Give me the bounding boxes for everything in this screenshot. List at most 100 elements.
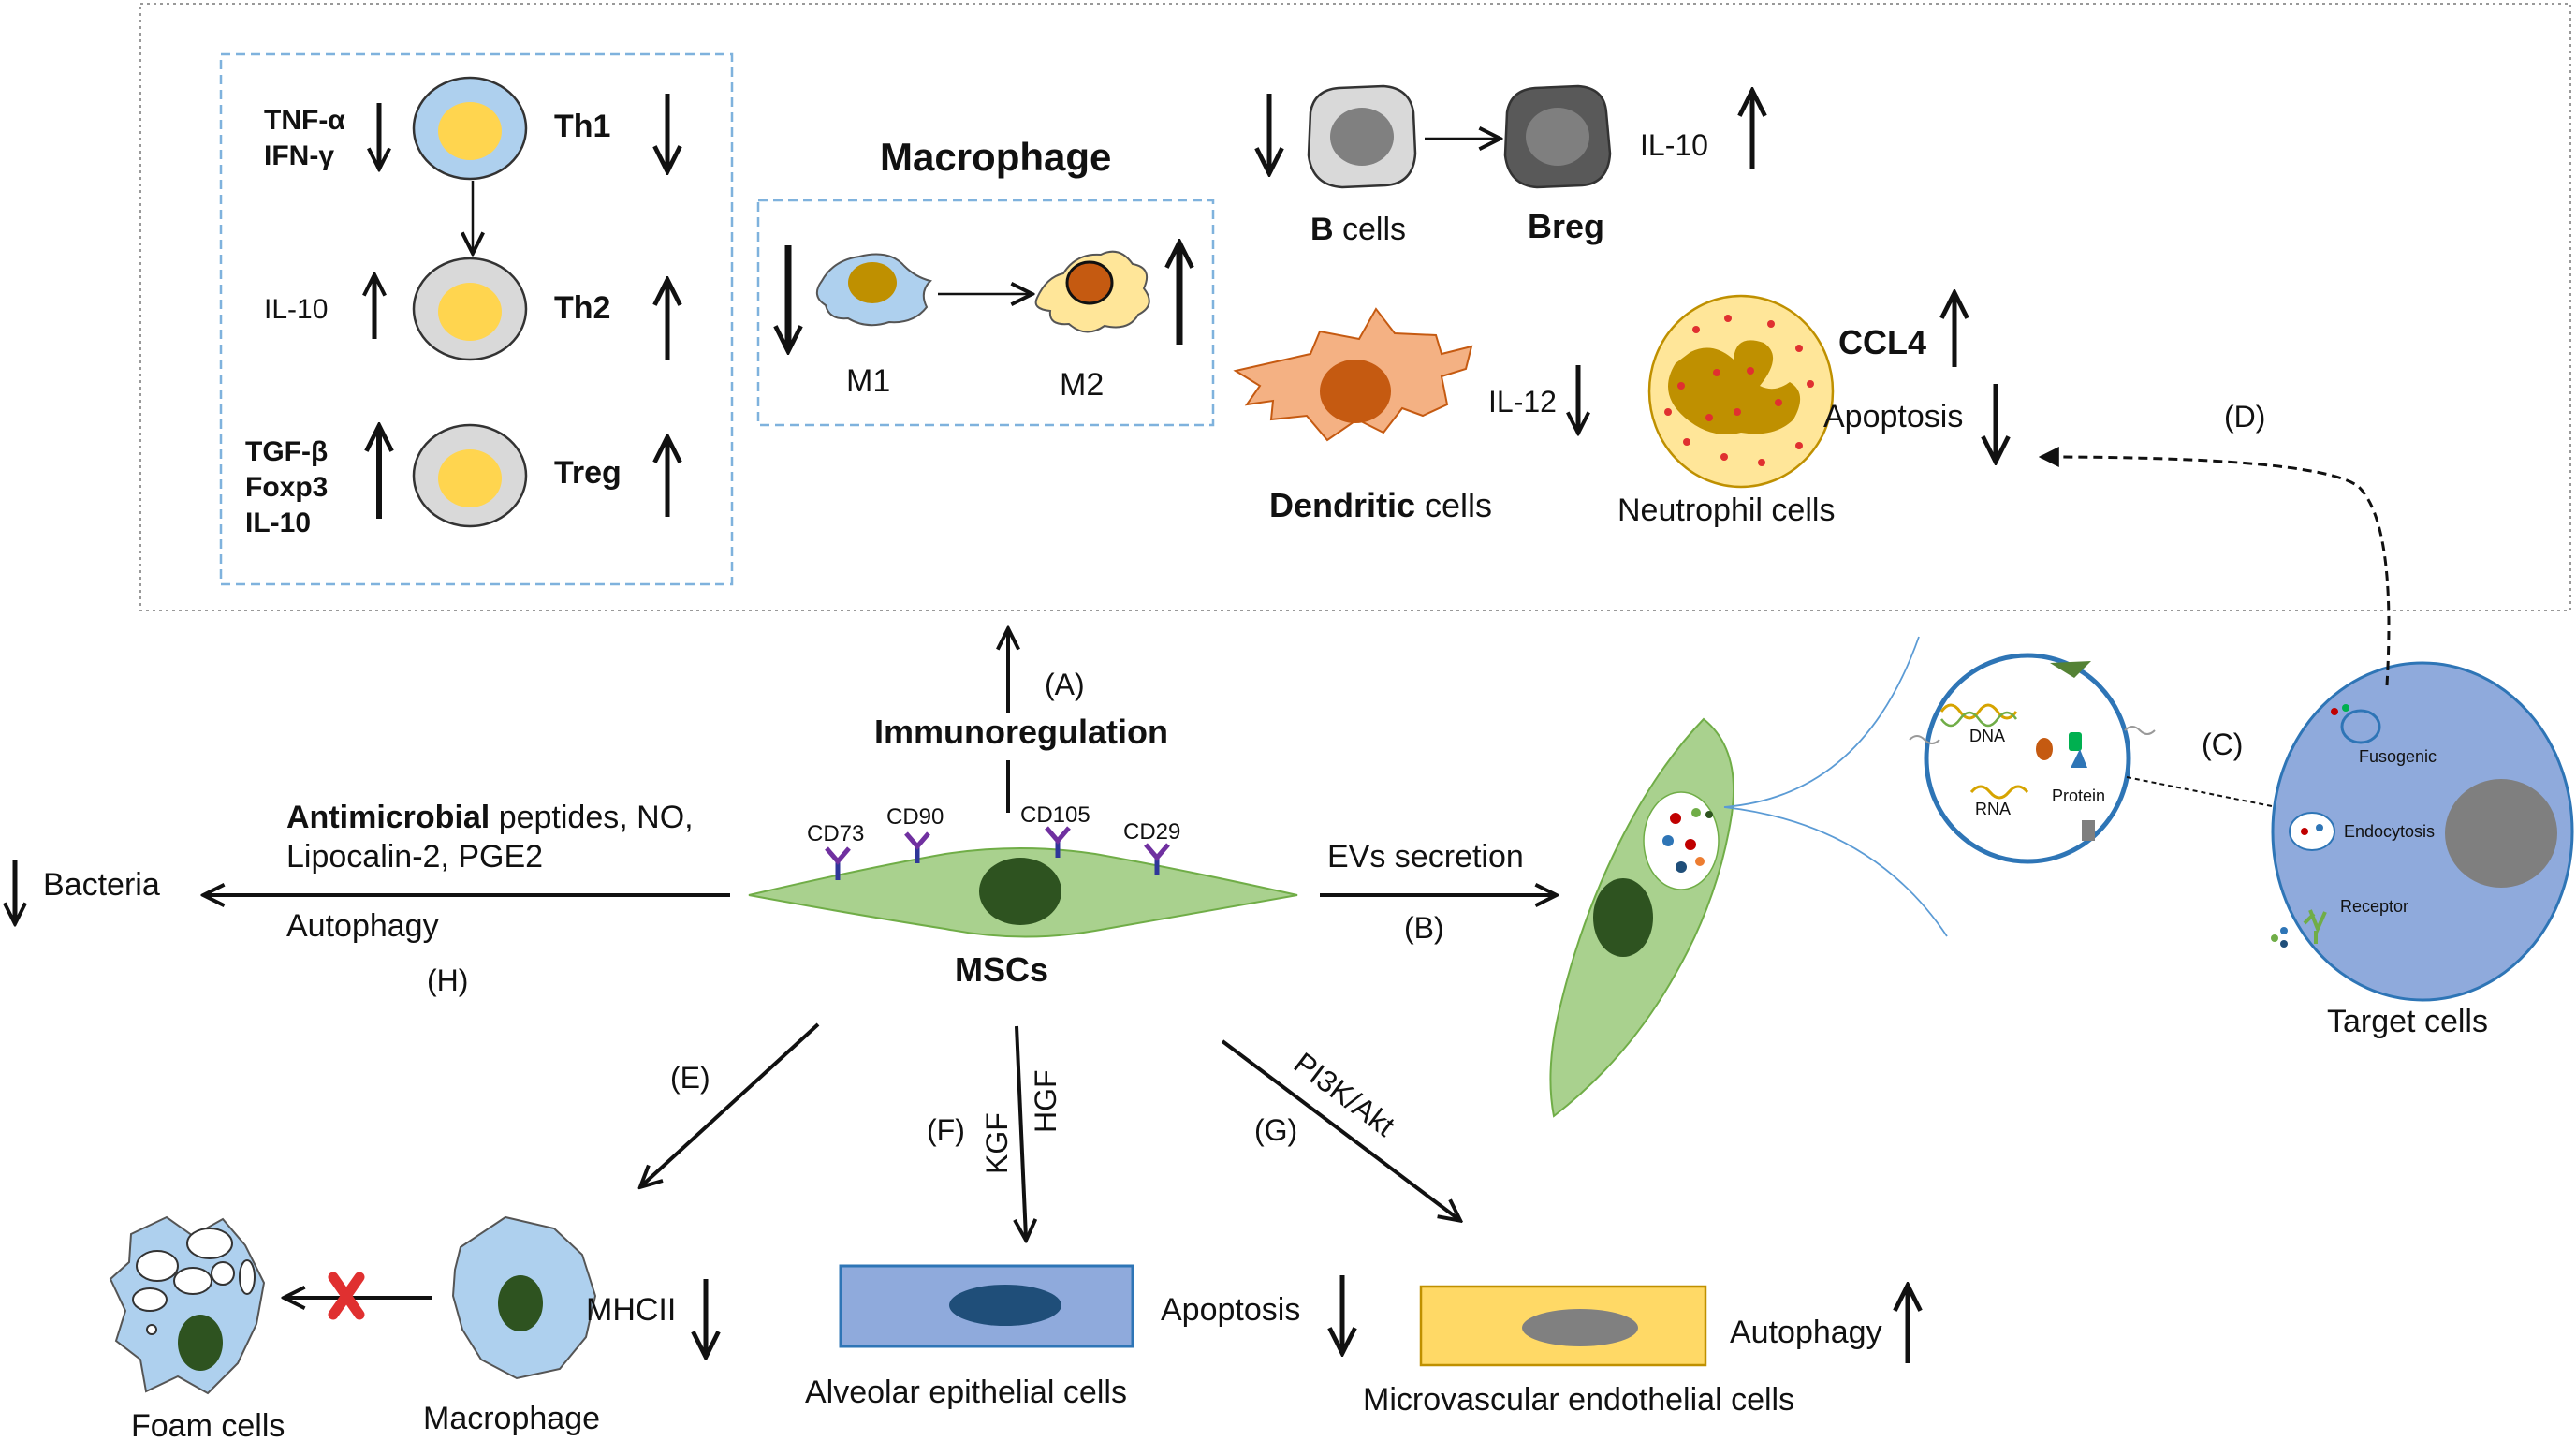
neutrophil-granules [1664,315,1814,466]
receptor-shape [2303,909,2327,944]
endothelial-label: Microvascular endothelial cells [1363,1382,1794,1418]
receptor-label: Receptor [2340,897,2408,916]
th1-factor-tnf: TNF-α [264,105,345,136]
cd105-label: CD105 [1020,802,1090,828]
immunoregulation-panel [139,3,2571,611]
zoom-line-top [1723,636,1920,808]
ev-vesicle-cluster [1643,791,1720,890]
bcell-nucleus [1330,108,1394,166]
arrow-c [2126,776,2286,809]
dendritic-label: Dendritic cells [1269,486,1492,524]
neutrophil-label: Neutrophil cells [1617,493,1835,528]
th2-label: Th2 [554,290,610,326]
treg-factor-tgf: TGF-β [245,436,328,467]
hgf-label: HGF [1029,1069,1062,1133]
neutrophil-apoptosis: Apoptosis [1823,399,1963,434]
ev-surface-gray [2082,820,2095,841]
dendritic-nucleus [1320,360,1391,423]
treg-label: Treg [554,455,622,491]
ev-protein-label: Protein [2052,787,2105,805]
arrow-f [1017,1025,1026,1238]
treg-nucleus [438,449,502,507]
neutrophil-nucleus [1668,340,1801,434]
fusogenic-label: Fusogenic [2359,747,2437,766]
arrow-d [2038,447,2391,686]
th2-nucleus [438,283,502,341]
msc-nucleus [979,858,1061,925]
label-b: (B) [1404,911,1444,945]
breg-il10: IL-10 [1640,128,1708,162]
target-cell [2271,661,2574,1002]
bacteria-label: Bacteria [43,867,160,903]
cd29-receptor [1144,843,1170,875]
target-cells-label: Target cells [2327,1004,2488,1039]
cd90-label: CD90 [886,804,944,830]
cd105-receptor [1045,826,1071,858]
ev-zoom [1924,653,2131,864]
ev-surface-green [2050,661,2091,678]
neutrophil-ccl4: CCL4 [1838,323,1926,361]
foam-cell-nucleus [178,1315,223,1371]
cd29-label: CD29 [1123,819,1180,845]
m1-label: M1 [846,363,890,399]
bottom-macrophage-label: Macrophage [423,1401,600,1436]
receptor-ligand-2 [2271,934,2278,942]
ev-protein-green [2069,732,2082,751]
endocytosis-dot-blue [2316,824,2323,831]
macrophage-box [756,199,1215,427]
label-g: (G) [1254,1113,1297,1147]
fusogenic-vesicle [2340,709,2381,744]
fusogenic-dot-red [2331,708,2338,715]
blocked-x-icon [328,1272,365,1320]
ev-particles [1662,808,1713,873]
antimicrobial-line1: Antimicrobial peptides, NO, [286,800,694,835]
endothelial-nucleus [1522,1309,1638,1346]
label-e: (E) [670,1061,710,1095]
treg-factor-foxp3: Foxp3 [245,472,328,503]
th1-label: Th1 [554,109,610,144]
mhcii-label: MHCII [586,1292,676,1328]
breg-nucleus [1526,108,1589,166]
secreting-msc-nucleus [1593,878,1653,957]
endothelial-cell [1419,1285,1707,1367]
receptor-ligand-1 [2280,927,2288,934]
antimicrobial-line2: Lipocalin-2, PGE2 [286,839,543,875]
endothelial-autophagy-label: Autophagy [1730,1315,1882,1350]
dendritic-il12: IL-12 [1488,385,1557,419]
evs-secretion-label: EVs secretion [1327,839,1524,875]
alveolar-apoptosis-label: Apoptosis [1161,1292,1300,1328]
foam-cells-label: Foam cells [131,1408,285,1441]
m2-nucleus [1065,260,1114,305]
ev-rna-label: RNA [1975,800,2011,818]
mscs-label: MSCs [955,950,1048,989]
label-f: (F) [927,1113,965,1147]
label-d: (D) [2224,400,2265,434]
th1-factor-ifn: IFN-γ [264,140,334,171]
ev-dna-strand [1939,703,2018,720]
ev-outer-dna-right [2124,726,2156,735]
ev-rna-strand [1969,785,2029,800]
zoom-line-bottom [1723,806,1948,937]
breg-label: Breg [1528,207,1604,245]
ev-dna-strand-2 [1939,711,2018,728]
foam-lipid-droplets [132,1228,256,1335]
bcells-label: B cells [1310,212,1406,247]
label-h: (H) [427,963,468,997]
tcell-box [219,52,734,586]
ev-outer-dna-left [1909,735,1940,744]
bottom-macrophage-nucleus [498,1275,543,1331]
treg-factor-il10: IL-10 [245,507,311,538]
fusogenic-dot-green [2342,704,2349,712]
cd73-receptor [825,846,851,880]
target-cell-nucleus [2445,779,2557,888]
label-c: (C) [2202,728,2243,761]
th2-factor-il10: IL-10 [264,294,328,325]
pi3k-label: PI3K/Akt [1288,1046,1401,1143]
ev-protein-triangle [2071,749,2087,768]
endocytosis-label: Endocytosis [2344,822,2435,841]
m2-label: M2 [1060,367,1104,403]
immunoregulation-label: Immunoregulation [874,713,1168,751]
autophagy-h-label: Autophagy [286,908,439,944]
cd73-label: CD73 [807,821,864,846]
